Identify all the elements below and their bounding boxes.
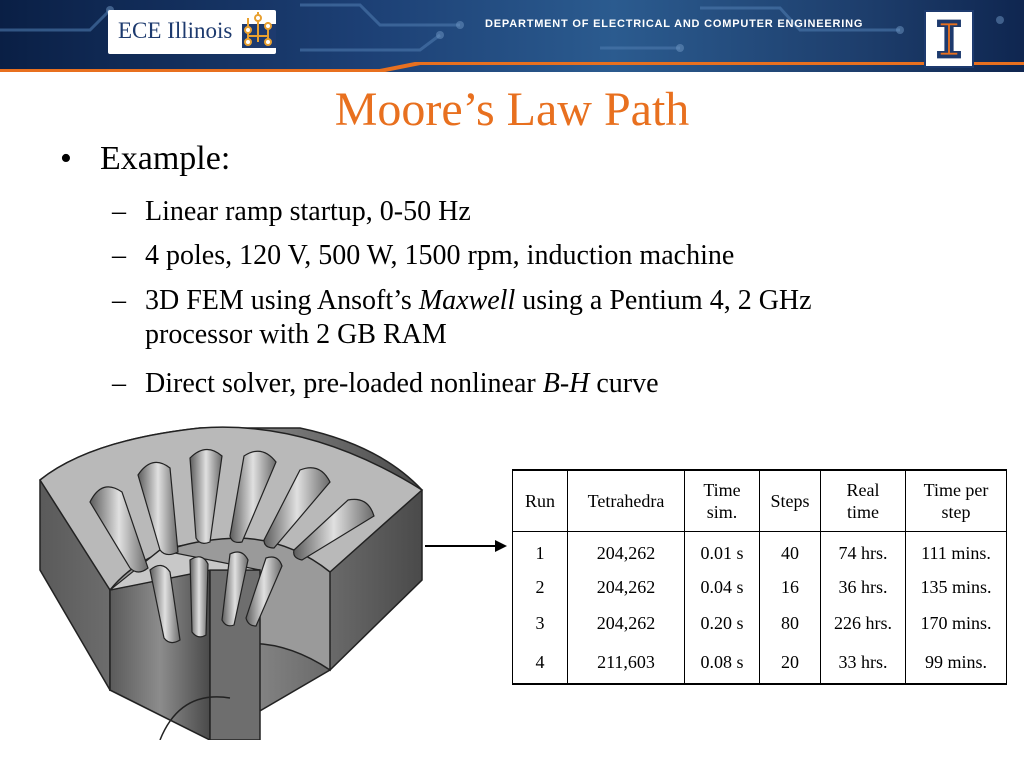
department-name: DEPARTMENT OF ELECTRICAL AND COMPUTER EN…	[485, 18, 864, 30]
dash-icon: –	[112, 368, 126, 399]
dash-icon: –	[112, 240, 126, 271]
slide-title: Moore’s Law Path	[334, 83, 690, 136]
stator-3d-model	[39, 426, 424, 740]
circuit-logo-icon	[242, 12, 276, 48]
table-row: 2 204,262 0.04 s 16 36 hrs. 135 mins.	[512, 568, 1007, 606]
subitem-fem-text: 3D FEM using Ansoft’s Maxwell using a Pe…	[145, 285, 812, 350]
bullet-dot-icon: •	[60, 140, 72, 177]
dash-icon: –	[112, 285, 126, 316]
col-steps: Steps	[759, 470, 821, 532]
ece-logo-text: ECE Illinois	[118, 18, 233, 43]
table-row: 4 211,603 0.08 s 20 33 hrs. 99 mins.	[512, 641, 1007, 684]
table-row: 3 204,262 0.20 s 80 226 hrs. 170 mins.	[512, 605, 1007, 642]
dash-icon: –	[112, 196, 126, 227]
orange-divider	[0, 62, 1024, 72]
table-row: 1 204,262 0.01 s 40 74 hrs. 111 mins.	[512, 531, 1007, 569]
col-tetrahedra: Tetrahedra	[567, 470, 685, 532]
header-banner: ECE Illinois DEPARTMENT OF ELECTRICAL AN…	[0, 0, 1024, 72]
subitem-solver-text: Direct solver, pre-loaded nonlinear B-H …	[145, 368, 659, 399]
arrow-right-icon	[425, 540, 507, 552]
university-i-logo-icon[interactable]	[924, 10, 974, 68]
col-run: Run	[512, 470, 568, 532]
